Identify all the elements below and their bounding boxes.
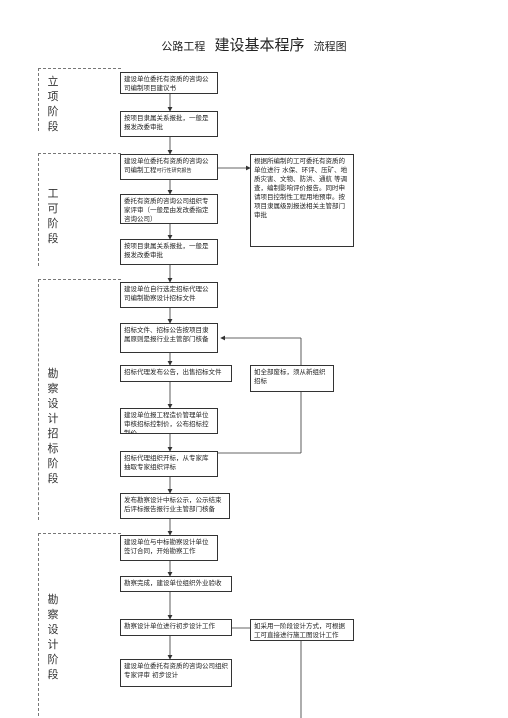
title-main: 建设基本程序 bbox=[214, 36, 305, 54]
step-text: 按项目隶属关系报批，一般是报发改委审批 bbox=[124, 242, 209, 259]
phase-label-tender: 勘察设计招标阶段 bbox=[47, 367, 59, 485]
step-feasibility-study-sub: 可行性研究报告 bbox=[156, 168, 192, 174]
step-control-price: 建设单位报工程造价管理单位审核招标控制价，公布招标控制价 bbox=[120, 408, 218, 434]
phase-label-initiation: 立项阶段 bbox=[47, 75, 59, 133]
step-text: 勘察完成，建设单位组织外业验收 bbox=[124, 579, 222, 587]
title-suffix: 流程图 bbox=[313, 40, 347, 53]
step-tender-documents: 建设单位自行选定招标代理公司编制勘察设计招标文件 bbox=[120, 282, 218, 308]
step-contract-signing: 建设单位与中标勘察设计单位签订合同，开始勘察工作 bbox=[120, 535, 218, 561]
step-text: 招标代理组织开标，从专家库抽取专家组织评标 bbox=[124, 454, 209, 471]
step-impact-assessment: 根据所编制的工可委托有资质的单位进行 水保、环评、压矿、地质灾害、文物、防洪、通… bbox=[250, 154, 354, 247]
step-text: 发布勘察设计中标公示，公示结束后评标报告报行业主管部门核备 bbox=[124, 496, 222, 513]
step-expert-review-design: 建设单位委托有资质的咨询公司组织专家评审 初步设计 bbox=[120, 659, 232, 687]
step-survey-acceptance: 勘察完成，建设单位组织外业验收 bbox=[120, 576, 232, 592]
chart-title: 公路工程 建设基本程序 流程图 bbox=[0, 34, 508, 55]
step-preliminary-design: 勘察设计单位进行初步设计工作 bbox=[120, 619, 232, 636]
step-text: 建设单位与中标勘察设计单位签订合同，开始勘察工作 bbox=[124, 538, 209, 555]
step-tender-announcement: 招标代理发布公告，出售招标文件 bbox=[120, 365, 232, 382]
step-feasibility-study: 建设单位委托有资质的咨询公司编制工程可行性研究报告 bbox=[120, 154, 218, 180]
step-single-stage-design: 如采用一阶段设计方式，可根据工可直接进行施工图设计工作 bbox=[250, 619, 354, 641]
phase-region-survey-design bbox=[38, 533, 121, 716]
step-award-publicity: 发布勘察设计中标公示，公示结束后评标报告报行业主管部门核备 bbox=[120, 493, 230, 519]
step-text: 按项目隶属关系报批，一般是报发改委审批 bbox=[124, 114, 209, 131]
step-text: 建设单位委托有资质的咨询公司编制项目建议书 bbox=[124, 75, 209, 92]
step-approval-1: 按项目隶属关系报批，一般是报发改委审批 bbox=[120, 111, 218, 137]
step-tender-filing: 招标文件、招标公告按项目隶属原则是报行业主管部门核备 bbox=[120, 323, 218, 353]
phase-region-tender bbox=[38, 279, 121, 520]
step-text: 如全部废标，须从新组织招标 bbox=[254, 368, 326, 385]
step-project-proposal: 建设单位委托有资质的咨询公司编制项目建议书 bbox=[120, 72, 218, 94]
step-text: 根据所编制的工可委托有资质的单位进行 水保、环评、压矿、地质灾害、文物、防洪、通… bbox=[254, 157, 348, 219]
phase-label-feasibility: 工可阶段 bbox=[47, 187, 59, 245]
step-text: 招标代理发布公告，出售招标文件 bbox=[124, 368, 222, 376]
phase-region-feasibility bbox=[38, 153, 121, 266]
title-prefix: 公路工程 bbox=[161, 40, 206, 53]
phase-region-initiation bbox=[38, 68, 121, 131]
step-text: 建设单位自行选定招标代理公司编制勘察设计招标文件 bbox=[124, 285, 209, 302]
step-text: 勘察设计单位进行初步设计工作 bbox=[124, 622, 215, 630]
step-bid-evaluation: 招标代理组织开标，从专家库抽取专家组织评标 bbox=[120, 451, 218, 477]
step-rebid: 如全部废标，须从新组织招标 bbox=[250, 365, 334, 392]
step-text: 委托有资质的咨询公司组织专家评审（一般是由发改委指定咨询公司） bbox=[124, 197, 209, 223]
step-text: 建设单位委托有资质的咨询公司编制工程 bbox=[124, 157, 209, 174]
step-expert-review-1: 委托有资质的咨询公司组织专家评审（一般是由发改委指定咨询公司） bbox=[120, 194, 218, 224]
step-text: 招标文件、招标公告按项目隶属原则是报行业主管部门核备 bbox=[124, 326, 209, 343]
step-text: 如采用一阶段设计方式，可根据工可直接进行施工图设计工作 bbox=[254, 622, 345, 639]
step-approval-2: 按项目隶属关系报批，一般是报发改委审批 bbox=[120, 239, 218, 265]
step-text: 建设单位报工程造价管理单位审核招标控制价，公布招标控制价 bbox=[124, 411, 209, 434]
phase-label-survey-design: 勘察设计阶段 bbox=[47, 593, 59, 681]
step-text: 建设单位委托有资质的咨询公司组织专家评审 初步设计 bbox=[124, 662, 228, 679]
